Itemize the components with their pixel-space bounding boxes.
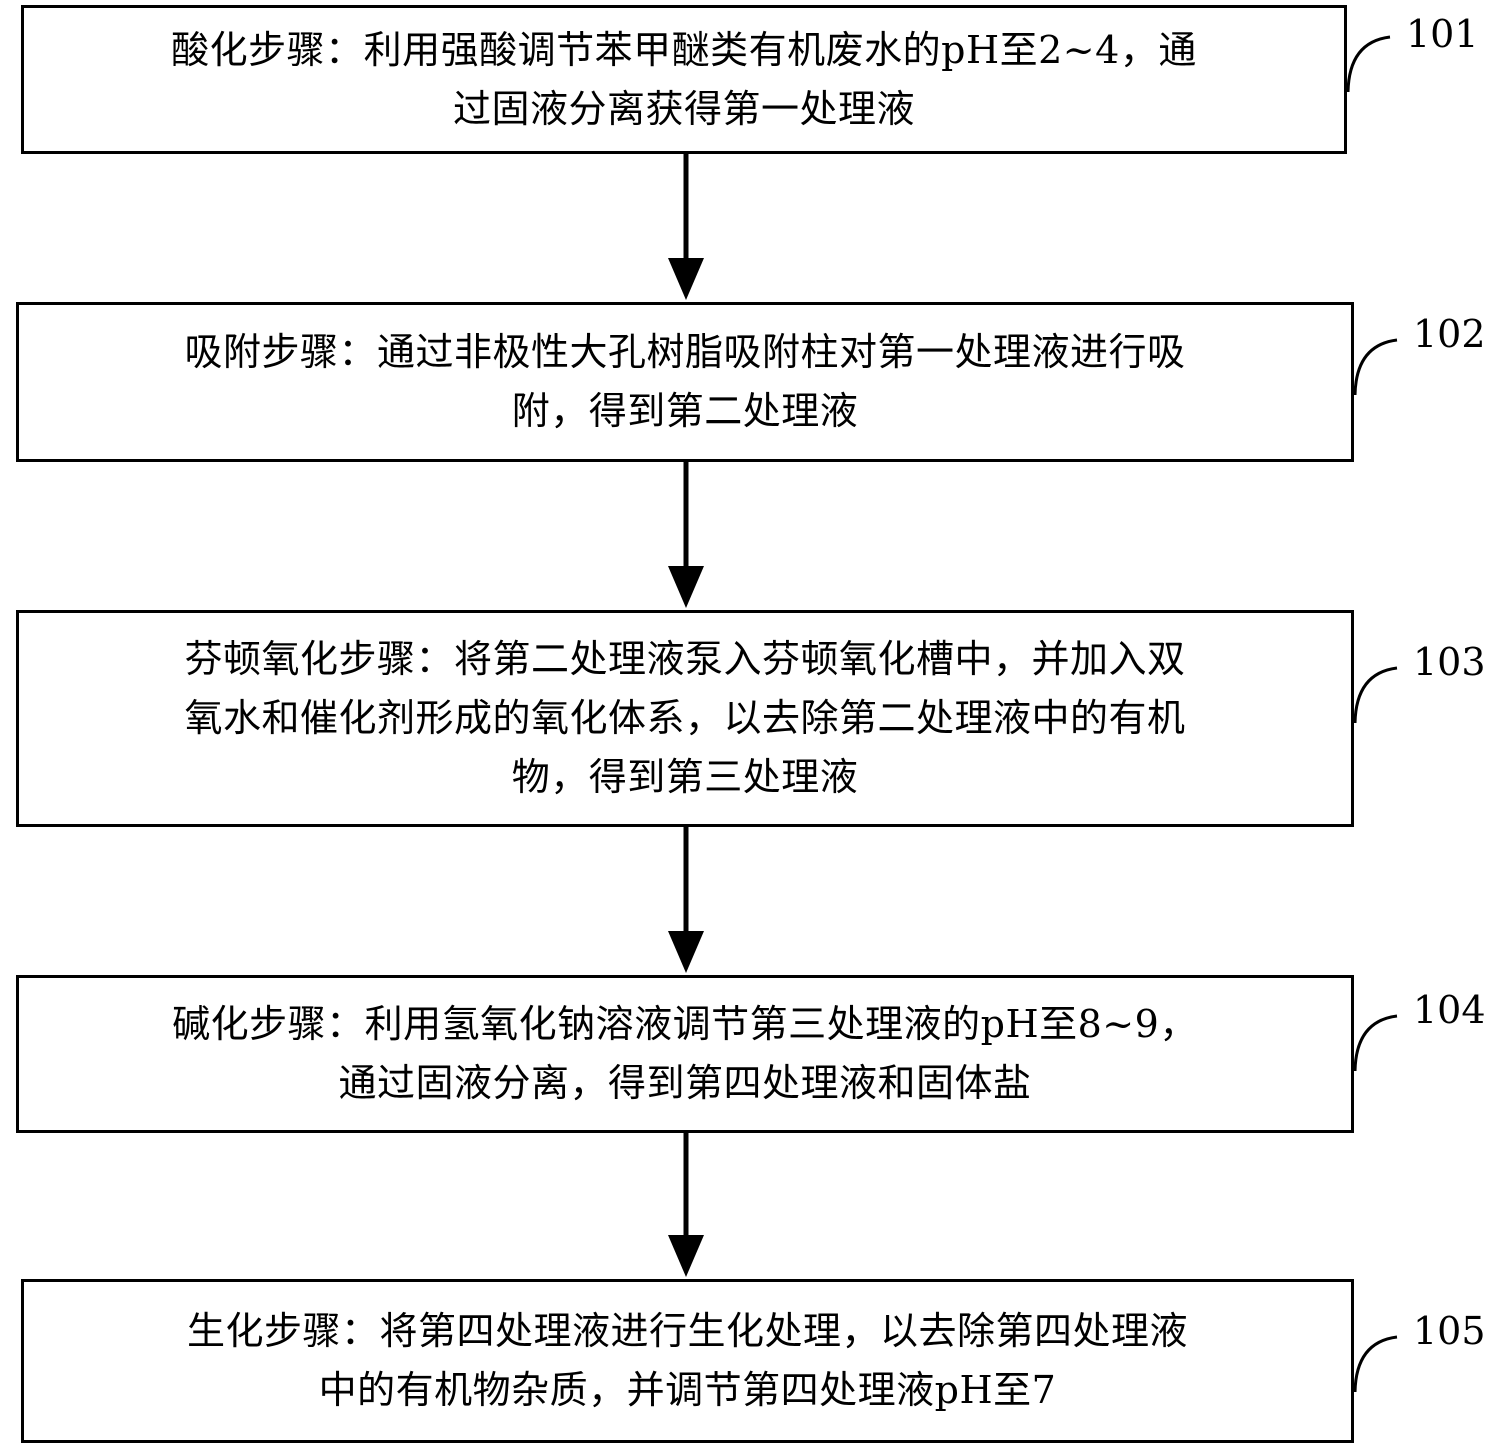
callout-curve-102 [1353,338,1398,396]
step-label-104: 104 [1413,988,1486,1032]
step-104-line-1: 碱化步骤：利用氢氧化钠溶液调节第三处理液的pH至8~9， [172,1002,1198,1046]
callout-curve-103 [1353,666,1398,724]
step-text-102: 吸附步骤：通过非极性大孔树脂吸附柱对第一处理液进行吸 附，得到第二处理液 [184,323,1185,441]
step-box-103: 芬顿氧化步骤：将第二处理液泵入芬顿氧化槽中，并加入双 氧水和催化剂形成的氧化体系… [16,610,1354,827]
arrow-102-to-103 [668,461,704,608]
step-text-105: 生化步骤：将第四处理液进行生化处理，以去除第四处理液 中的有机物杂质，并调节第四… [187,1302,1188,1420]
step-label-101: 101 [1406,12,1479,56]
step-101-line-2: 过固液分离获得第一处理液 [452,86,915,131]
step-label-105: 105 [1413,1309,1486,1353]
step-box-101: 酸化步骤：利用强酸调节苯甲醚类有机废水的pH至2~4，通 过固液分离获得第一处理… [21,5,1347,154]
callout-curve-104 [1353,1014,1398,1072]
step-label-102: 102 [1413,312,1486,356]
step-box-102: 吸附步骤：通过非极性大孔树脂吸附柱对第一处理液进行吸 附，得到第二处理液 [16,302,1354,462]
callout-curve-101 [1346,35,1391,93]
step-box-104: 碱化步骤：利用氢氧化钠溶液调节第三处理液的pH至8~9， 通过固液分离，得到第四… [16,975,1354,1133]
step-102-line-2: 附，得到第二处理液 [511,389,859,433]
step-text-101: 酸化步骤：利用强酸调节苯甲醚类有机废水的pH至2~4，通 过固液分离获得第一处理… [171,21,1197,139]
step-105-line-2: 中的有机物杂质，并调节第四处理液pH至7 [318,1368,1057,1412]
step-103-line-1: 芬顿氧化步骤：将第二处理液泵入芬顿氧化槽中，并加入双 [184,637,1186,681]
step-box-105: 生化步骤：将第四处理液进行生化处理，以去除第四处理液 中的有机物杂质，并调节第四… [21,1279,1354,1443]
step-105-line-1: 生化步骤：将第四处理液进行生化处理，以去除第四处理液 [186,1309,1188,1353]
arrow-104-to-105 [668,1132,704,1277]
step-label-103: 103 [1413,640,1486,684]
step-104-line-2: 通过固液分离，得到第四处理液和固体盐 [338,1061,1032,1105]
arrow-101-to-102 [668,153,704,300]
arrow-103-to-104 [668,826,704,973]
step-102-line-1: 吸附步骤：通过非极性大孔树脂吸附柱对第一处理液进行吸 [184,330,1186,374]
step-103-line-3: 物，得到第三处理液 [511,755,859,799]
step-103-line-2: 氧水和催化剂形成的氧化体系，以去除第二处理液中的有机 [184,696,1186,740]
step-text-103: 芬顿氧化步骤：将第二处理液泵入芬顿氧化槽中，并加入双 氧水和催化剂形成的氧化体系… [184,630,1185,807]
step-text-104: 碱化步骤：利用氢氧化钠溶液调节第三处理液的pH至8~9， 通过固液分离，得到第四… [172,995,1198,1113]
step-101-line-1: 酸化步骤：利用强酸调节苯甲醚类有机废水的pH至2~4，通 [171,27,1197,72]
callout-curve-105 [1353,1335,1398,1393]
